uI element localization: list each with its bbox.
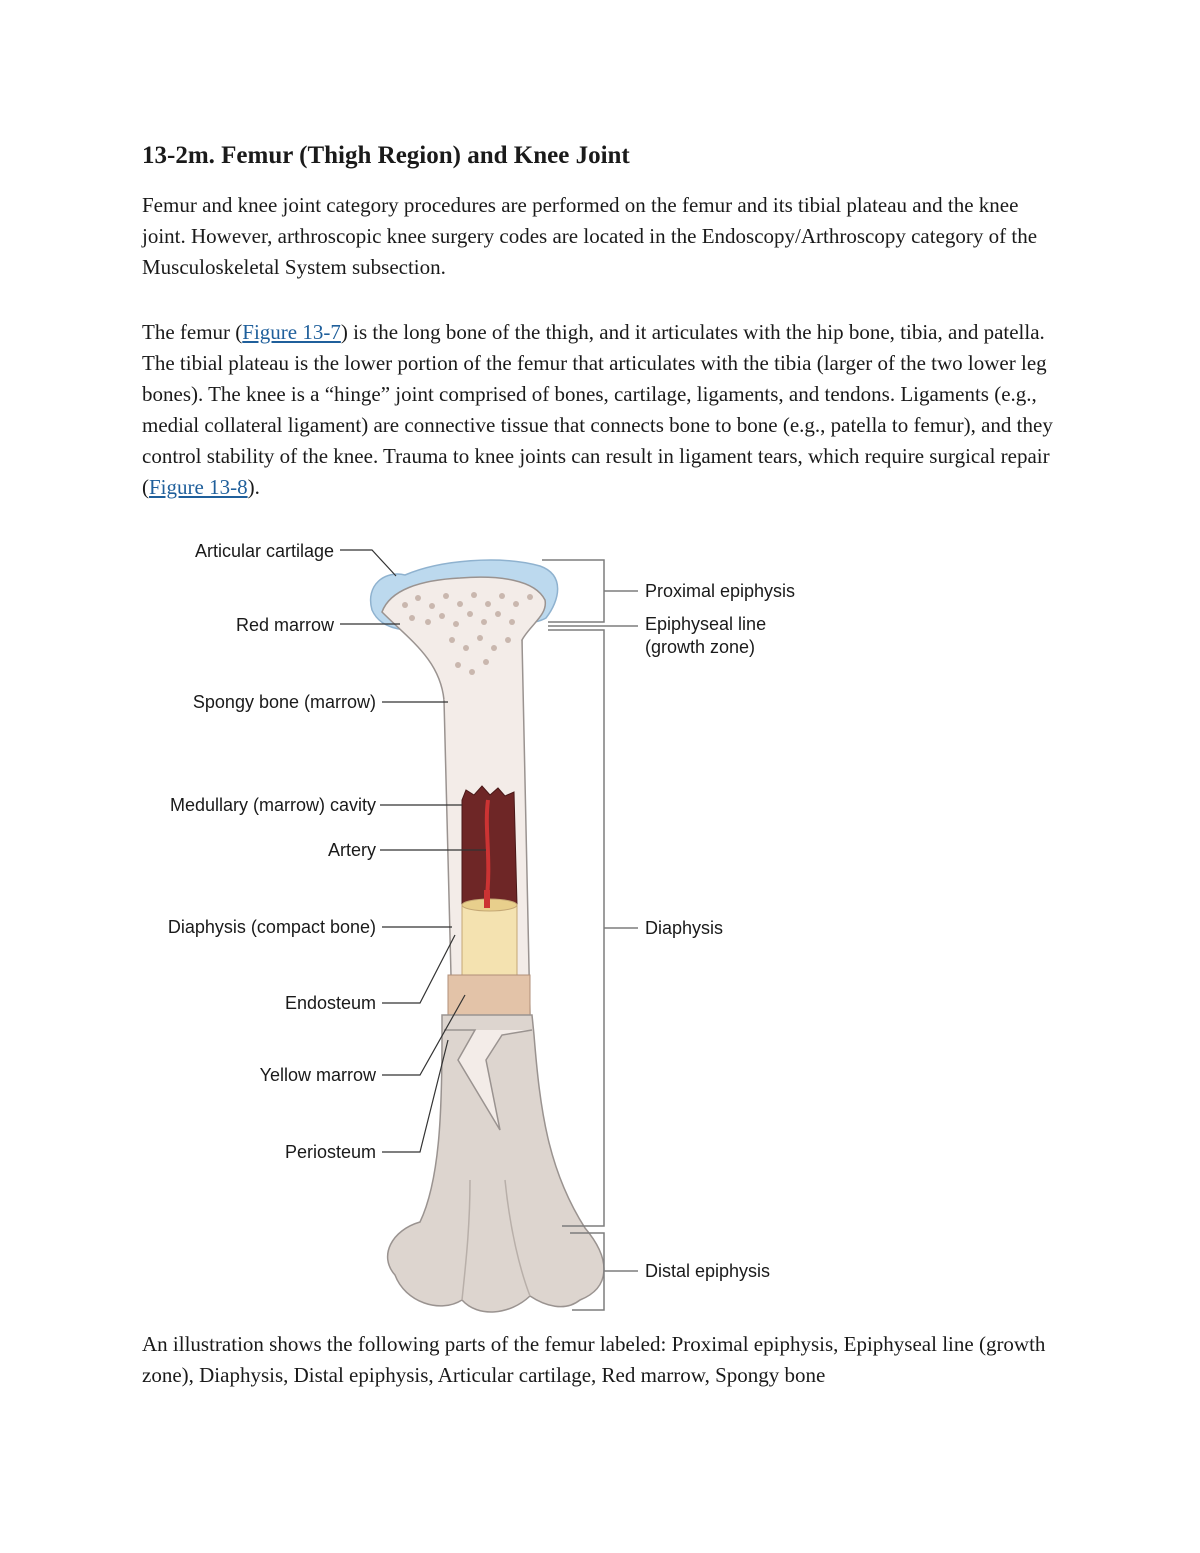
label-periosteum: Periosteum <box>285 1142 376 1162</box>
label-epiphyseal-line: Epiphyseal line <box>645 614 766 634</box>
label-artery: Artery <box>328 840 376 860</box>
label-yellow-marrow: Yellow marrow <box>260 1065 377 1085</box>
label-articular-cartilage: Articular cartilage <box>195 541 334 561</box>
label-diaphysis-compact-bone: Diaphysis (compact bone) <box>168 917 376 937</box>
endosteum-leader <box>382 935 455 1003</box>
endosteum-shape <box>448 975 530 1015</box>
label-distal-epiphysis: Distal epiphysis <box>645 1261 770 1281</box>
artery-shape <box>486 800 488 905</box>
label-diaphysis: Diaphysis <box>645 918 723 938</box>
figure-caption-paragraph: An illustration shows the following part… <box>142 1329 1062 1391</box>
articular-cartilage-leader <box>340 550 396 576</box>
label-endosteum: Endosteum <box>285 993 376 1013</box>
periosteum-leader <box>382 1040 448 1152</box>
yellow-marrow-shape <box>462 905 517 977</box>
label-proximal-epiphysis: Proximal epiphysis <box>645 581 795 601</box>
periosteum-shape <box>388 1015 604 1312</box>
label-spongy-bone: Spongy bone (marrow) <box>193 692 376 712</box>
label-red-marrow: Red marrow <box>236 615 335 635</box>
artery-core <box>484 890 490 908</box>
label-growth-zone: (growth zone) <box>645 637 755 657</box>
label-medullary-cavity: Medullary (marrow) cavity <box>170 795 376 815</box>
epiphyseal-line-bracket <box>548 630 604 1226</box>
femur-bone <box>371 560 604 1312</box>
